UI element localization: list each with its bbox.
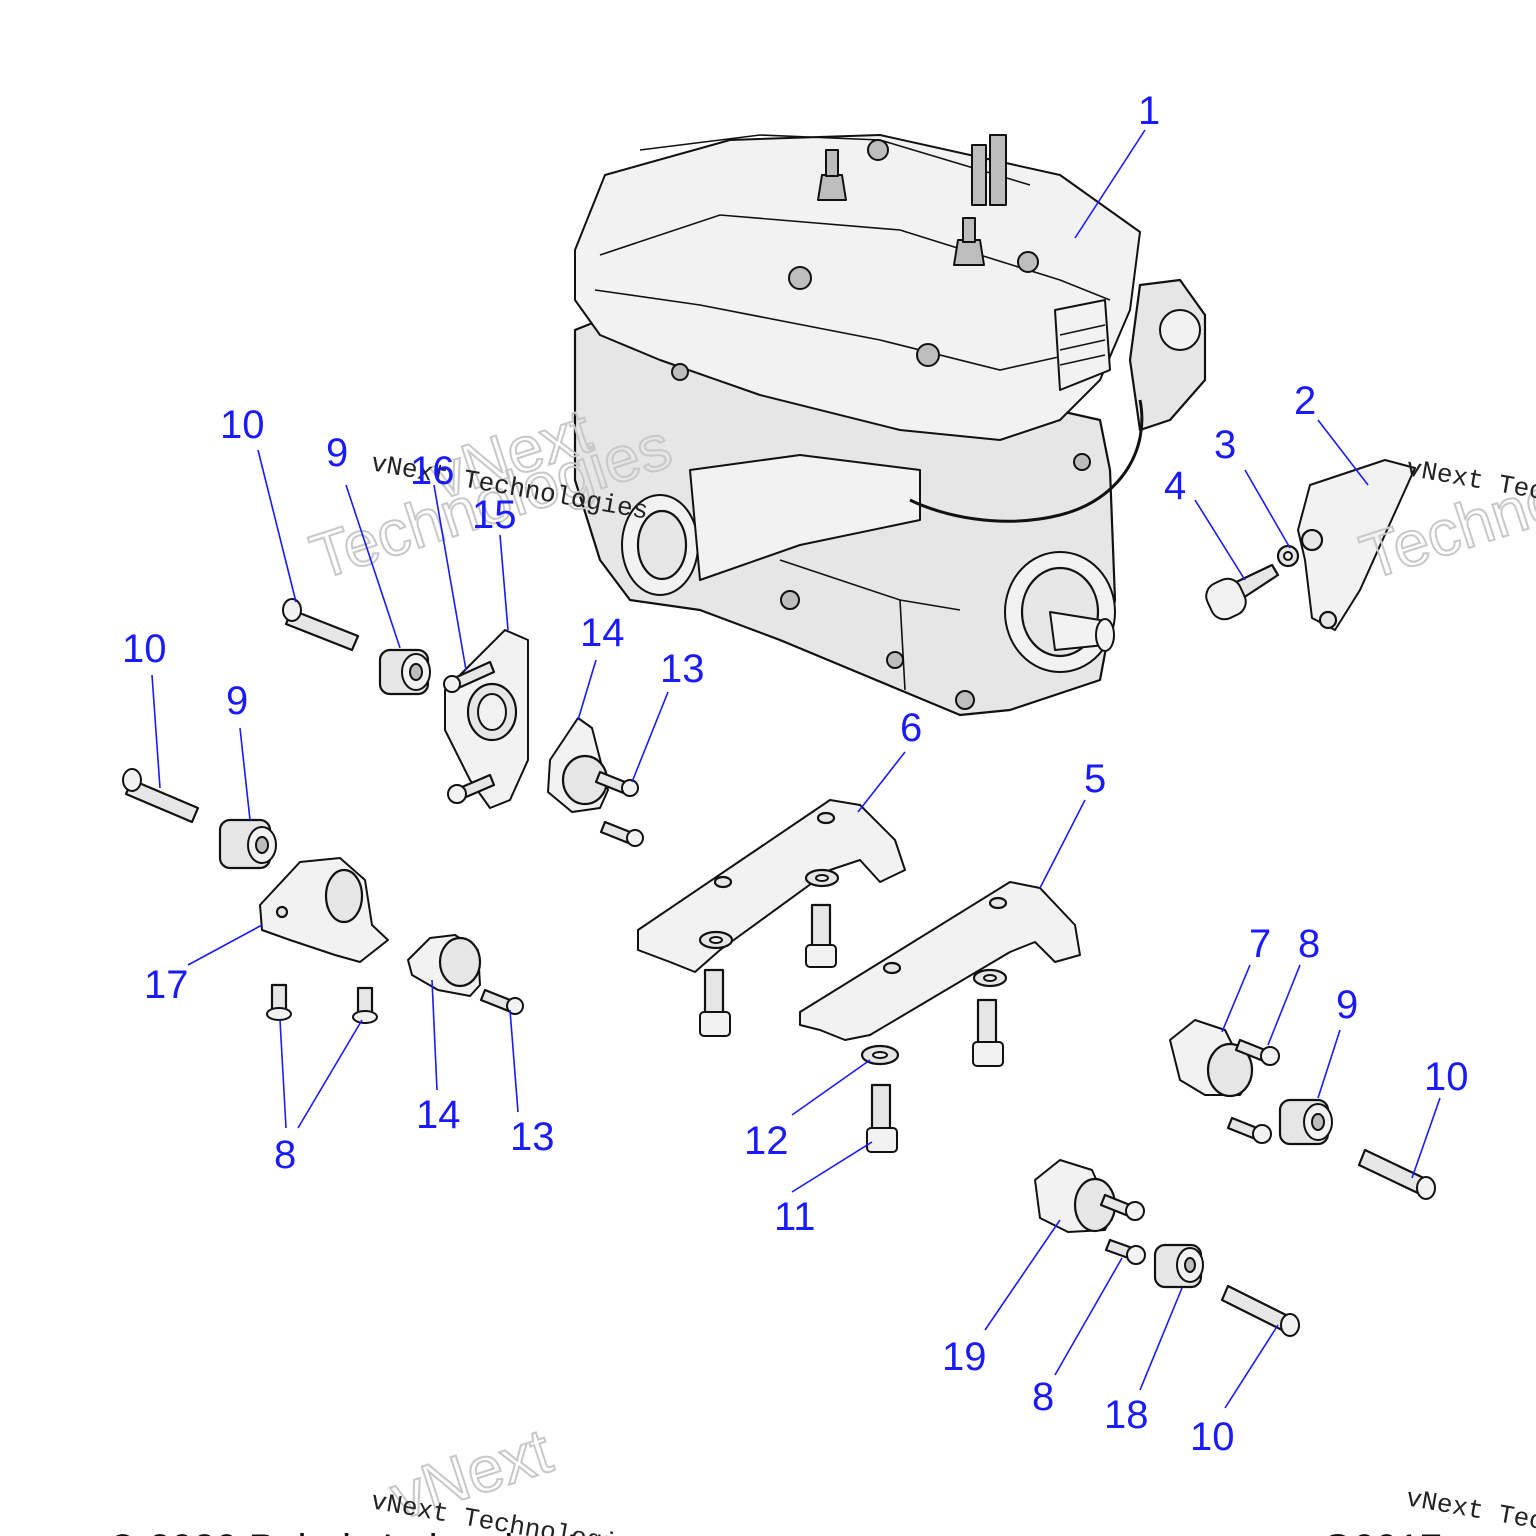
bolt-part-11-a: [805, 903, 837, 968]
callout-8-left: 8: [274, 1133, 296, 1177]
callout-14-upper: 14: [580, 611, 625, 655]
callout-15: 15: [472, 493, 517, 537]
callout-4: 4: [1164, 464, 1186, 508]
rubber-mount-part-14-lower: [407, 934, 482, 997]
washer-part-12-a: [804, 868, 840, 888]
bolt-part-16: [443, 660, 496, 693]
callout-13-lower: 13: [510, 1115, 555, 1159]
bolt-part-10-bottom: [1220, 1284, 1300, 1337]
bolt-part-10-left: [122, 768, 200, 824]
bolt-part-10-upper-left: [282, 598, 360, 652]
gear-bushing-part-18: [1153, 1243, 1204, 1289]
bolt-part-8-bottom: [1104, 1238, 1146, 1265]
bolt-part-11: [866, 1083, 898, 1153]
callout-9-upper: 9: [326, 431, 348, 475]
bolt-part-8-bottom-upper: [1099, 1193, 1145, 1221]
washer-part-12: [860, 1044, 900, 1066]
bolt-part-13-upper-a: [594, 770, 639, 797]
callout-12: 12: [744, 1119, 789, 1163]
bolt-part-8-left-b: [352, 986, 378, 1024]
callout-10-left: 10: [122, 627, 167, 671]
callout-10-bottom: 10: [1190, 1415, 1235, 1459]
crossmember-part-6: [637, 799, 906, 973]
rubber-mount-part-14-upper: [547, 717, 609, 813]
bolt-part-8-right-lower: [1226, 1116, 1272, 1144]
callout-1: 1: [1138, 89, 1160, 133]
callout-17: 17: [144, 963, 189, 1007]
mount-bracket-part-17: [259, 857, 389, 963]
small-bolt-lower-left: [447, 773, 496, 804]
callout-numbers: 1 2 3 4 5 6 7 8 9 10 11 12 13 14 13 14 1…: [122, 89, 1469, 1459]
callout-7: 7: [1249, 922, 1271, 966]
nut-part-3: [1276, 544, 1300, 568]
bolt-part-10-right: [1357, 1148, 1436, 1200]
gear-bushing-part-9-left: [218, 818, 277, 870]
bolt-part-13-lower: [479, 988, 524, 1015]
bolt-part-8-left-a: [266, 983, 292, 1021]
callout-11: 11: [774, 1195, 816, 1239]
mount-cup-part-7: [1169, 1019, 1254, 1098]
callout-8-bottom: 8: [1032, 1375, 1054, 1419]
callout-10-upper: 10: [220, 403, 265, 447]
callout-14-lower: 14: [416, 1093, 461, 1137]
washer-part-12-b: [698, 930, 734, 950]
callout-8-right: 8: [1298, 922, 1320, 966]
engine-assembly: [573, 134, 1207, 717]
callout-6: 6: [900, 706, 922, 750]
bolt-part-11-c: [972, 998, 1004, 1067]
callout-3: 3: [1214, 423, 1236, 467]
drawing-code: Q0017: [1322, 1527, 1442, 1536]
callout-2: 2: [1294, 379, 1316, 423]
callout-9-left: 9: [226, 679, 248, 723]
callout-18: 18: [1104, 1393, 1149, 1437]
washer-part-12-c: [972, 968, 1008, 988]
gear-bushing-part-9-right: [1278, 1098, 1333, 1146]
rubber-bumper-part-4: [1205, 563, 1280, 621]
gear-bushing-part-9-upper: [378, 648, 431, 696]
bolt-part-13-upper-b: [599, 820, 644, 847]
bolt-part-8-right-upper: [1234, 1038, 1280, 1066]
copyright-text: © 2020 Polaris Industries Inc.: [108, 1527, 631, 1536]
crossmember-part-5: [799, 881, 1081, 1041]
callout-10-right: 10: [1424, 1055, 1469, 1099]
callout-5: 5: [1084, 757, 1106, 801]
bolt-part-11-b: [699, 968, 731, 1037]
mount-cup-part-19: [1034, 1159, 1117, 1233]
leader-lines: [151, 129, 1441, 1409]
callout-9-right: 9: [1336, 983, 1358, 1027]
callout-13-upper: 13: [660, 647, 705, 691]
engine-bracket-part-2: [1297, 459, 1416, 631]
callout-16: 16: [410, 449, 455, 493]
callout-19: 19: [942, 1335, 987, 1379]
